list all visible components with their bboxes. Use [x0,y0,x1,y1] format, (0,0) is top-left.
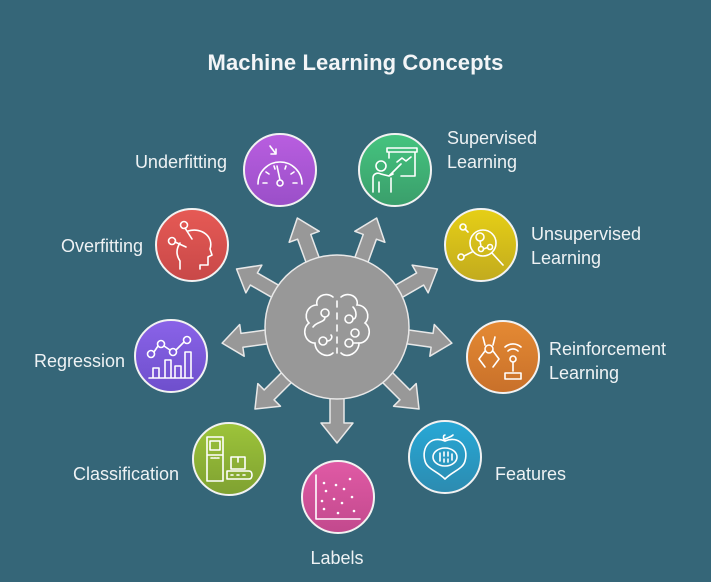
node-underfitting [243,133,317,207]
brain-icon [303,293,371,357]
magnifier-network-icon [457,223,504,266]
label-unsupervised-learning: Unsupervised Learning [531,224,642,268]
node-labels [301,460,375,534]
diagram-title: Machine Learning Concepts [207,50,504,75]
node-circle [243,133,317,207]
label-reinforcement-learning: Reinforcement Learning [549,339,667,383]
node-classification [192,422,266,496]
gauge-icon [257,145,303,187]
scatter-plot-icon [315,474,361,520]
hub [264,254,410,400]
label-labels: Labels [310,548,364,568]
node-circle [155,208,229,282]
node-reinforcement-learning [466,320,540,394]
node-circle [134,319,208,393]
trend-chart-icon [146,335,194,379]
label-classification: Classification [72,464,179,484]
node-supervised-learning [358,133,432,207]
label-overfitting: Overfitting [60,236,143,256]
label-supervised-learning: Supervised Learning [447,128,538,172]
node-circle [408,420,482,494]
node-overfitting [155,208,229,282]
concept-nodes [134,133,540,534]
sorting-machine-icon [206,436,253,482]
fruit-seeds-icon [423,434,467,480]
node-circle [301,460,375,534]
node-regression [134,319,208,393]
teacher-board-icon [372,147,418,193]
label-regression: Regression [33,351,125,371]
node-circle [192,422,266,496]
node-unsupervised-learning [444,208,518,282]
node-features [408,420,482,494]
head-nodes-icon [167,220,213,270]
node-circle [466,320,540,394]
label-features: Features [495,464,567,484]
robot-claw-joystick-icon [478,336,522,380]
label-underfitting: Underfitting [134,152,227,172]
